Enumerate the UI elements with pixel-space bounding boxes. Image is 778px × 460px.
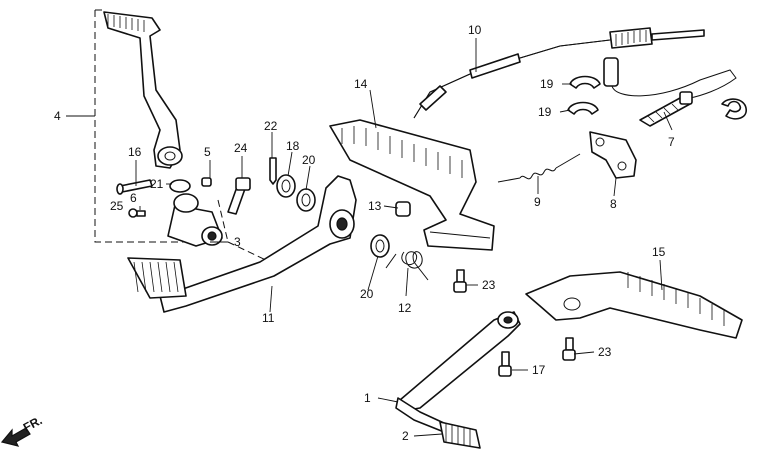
footpeg-15 (525, 271, 743, 339)
callout-8: 8 (610, 197, 617, 211)
brake-cable-10 (413, 27, 705, 119)
spring-9 (497, 153, 581, 183)
callout-10: 10 (468, 23, 482, 37)
callout-25: 25 (110, 199, 124, 213)
callout-6: 6 (130, 191, 137, 205)
callout-20-upper: 20 (302, 153, 316, 167)
bolt-24 (227, 177, 251, 215)
brake-switch-7 (603, 57, 737, 127)
callout-labels: 4 16 5 21 6 25 3 24 22 18 20 14 13 20 12… (54, 23, 675, 443)
callout-4: 4 (54, 109, 61, 123)
callout-9: 9 (534, 195, 541, 209)
callout-20-lower: 20 (360, 287, 374, 301)
brake-pedal-11 (127, 175, 357, 313)
callout-24: 24 (234, 141, 248, 155)
bracket-8 (589, 131, 637, 179)
spring-12 (385, 251, 429, 281)
bolt-23-left (453, 269, 467, 293)
callout-15: 15 (652, 245, 666, 259)
callout-1: 1 (364, 391, 371, 405)
footpeg-14 (329, 119, 495, 251)
direction-arrow-icon (0, 427, 31, 447)
callout-11: 11 (262, 311, 275, 325)
kick-shaft (167, 193, 223, 247)
callout-19-lower: 19 (538, 105, 552, 119)
callout-12: 12 (398, 301, 412, 315)
callout-2: 2 (402, 429, 409, 443)
pedal-rubber-2 (439, 421, 481, 449)
callout-18: 18 (286, 139, 300, 153)
clip-19-upper (569, 75, 601, 89)
kick-starter-arm (103, 11, 183, 169)
bolt-6 (128, 208, 146, 218)
washer-21 (169, 179, 191, 193)
callout-13: 13 (368, 199, 382, 213)
bolt-23-right (562, 337, 576, 361)
washer-18 (276, 174, 296, 198)
clip-19-right (721, 98, 747, 120)
bolt-17 (498, 351, 512, 377)
nut-5 (201, 177, 212, 187)
callout-19-upper: 19 (540, 77, 554, 91)
collar-20-lower (370, 234, 390, 258)
gear-pedal-1 (395, 311, 521, 433)
callout-21: 21 (150, 177, 164, 191)
collar-20-upper (296, 188, 316, 212)
callout-16: 16 (128, 145, 142, 159)
pin-22 (269, 157, 277, 185)
callout-22: 22 (264, 119, 278, 133)
callout-23-left: 23 (482, 278, 496, 292)
callout-23-right: 23 (598, 345, 612, 359)
callout-5: 5 (204, 145, 211, 159)
callout-14: 14 (354, 77, 368, 91)
callout-17: 17 (532, 363, 546, 377)
leader-lines (66, 38, 673, 437)
clip-19-lower (567, 101, 599, 115)
callout-7: 7 (668, 135, 675, 149)
nut-13 (395, 201, 411, 217)
callout-3: 3 (234, 235, 241, 249)
